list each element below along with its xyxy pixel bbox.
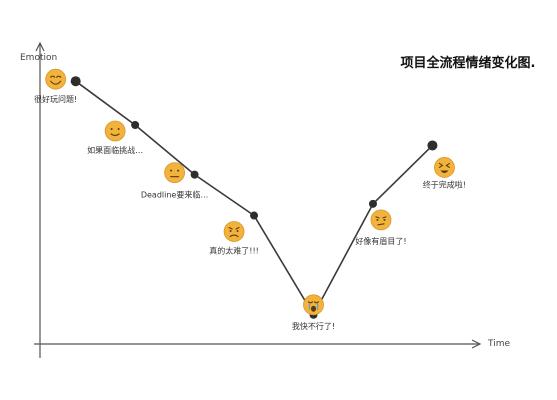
annotation-label: Deadline要来临… <box>141 190 209 200</box>
chart-axes <box>34 41 482 358</box>
annotation-label: 终于完成啦! <box>423 179 466 189</box>
data-point <box>131 121 140 129</box>
x-axis-label: Time <box>487 339 510 349</box>
determined-face-icon <box>370 209 392 231</box>
y-axis-label: Emotion <box>20 53 57 63</box>
annotation-label: 好像有眉目了! <box>355 236 406 246</box>
mood-icons-layer <box>45 68 455 316</box>
series-line <box>75 80 433 316</box>
chart-title: 项目全流程情绪变化图. <box>401 55 536 71</box>
data-point <box>250 211 259 220</box>
y-axis-arrow <box>35 41 45 52</box>
neutral-face-icon <box>164 162 185 184</box>
worried-face-icon <box>223 221 245 242</box>
data-point <box>427 140 438 151</box>
annotation-layer: 很好玩问题! 如果面临挑战… Deadline要来临… 真的太难了!!! 我快不行了! 好… <box>34 94 466 331</box>
annotation-label: 很好玩问题! <box>34 94 77 104</box>
smile-face-icon <box>104 120 126 142</box>
annotation-label: 如果面临挑战… <box>87 145 143 155</box>
x-axis-arrow <box>471 339 482 349</box>
annotation-label: 真的太难了!!! <box>209 246 259 256</box>
excited-face-icon <box>434 157 455 178</box>
data-point <box>70 76 81 87</box>
annotation-label: 我快不行了! <box>292 321 335 331</box>
happy-face-icon <box>45 68 67 90</box>
data-point <box>190 170 199 179</box>
crying-face-icon <box>303 294 324 316</box>
data-point <box>368 199 377 208</box>
series-layer <box>70 76 438 319</box>
